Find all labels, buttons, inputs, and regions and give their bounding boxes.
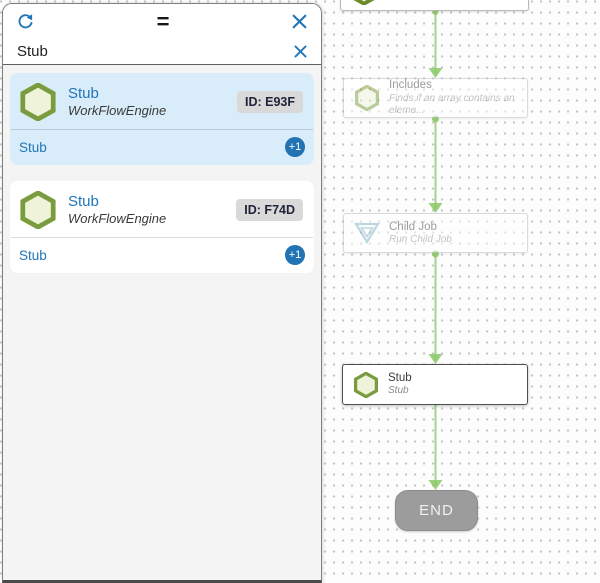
hexagon-icon [19, 83, 57, 121]
result-footer-link[interactable]: Stub [19, 247, 47, 263]
more-count-badge[interactable]: +1 [285, 137, 305, 157]
id-badge: ID: E93F [236, 91, 303, 113]
clear-search-button[interactable] [294, 45, 307, 58]
refresh-button[interactable] [17, 13, 34, 30]
node-title: Includes [389, 79, 432, 92]
card-divider [11, 129, 313, 130]
close-panel-button[interactable] [292, 14, 307, 29]
flow-node-stub[interactable]: Stub Stub [342, 364, 528, 405]
node-title: Stub [388, 372, 412, 385]
panel-header: = [3, 4, 321, 39]
clear-search-icon [294, 45, 307, 58]
drag-handle-icon[interactable]: = [156, 8, 170, 34]
result-footer-link[interactable]: Stub [19, 139, 47, 155]
id-badge: ID: F74D [236, 199, 303, 221]
node-subtitle: Run Child Job [389, 233, 452, 245]
hexagon-icon [353, 371, 379, 398]
node-title: Child Job [389, 220, 437, 233]
search-results-list: Stub WorkFlowEngine ID: E93F Stub +1 [3, 65, 321, 281]
card-divider [11, 237, 313, 238]
hexagon-icon [351, 0, 377, 5]
result-card[interactable]: Stub WorkFlowEngine ID: F74D Stub +1 [10, 181, 314, 273]
node-subtitle: Finds if an array contains an eleme... [389, 92, 515, 117]
search-input[interactable] [17, 43, 294, 60]
result-subtitle: WorkFlowEngine [68, 211, 167, 227]
result-title: Stub [68, 84, 99, 102]
flow-node-partial-top[interactable] [340, 0, 529, 11]
search-row [3, 39, 321, 65]
search-results-panel: = Stub WorkFlow [2, 3, 322, 583]
triangle-down-icon [354, 221, 380, 245]
flow-node-end[interactable]: END [395, 490, 478, 531]
close-icon [292, 14, 307, 29]
hexagon-icon [354, 85, 380, 111]
result-card[interactable]: Stub WorkFlowEngine ID: E93F Stub +1 [10, 73, 314, 165]
flow-node-child-job[interactable]: Child Job Run Child Job [343, 213, 528, 253]
hexagon-icon [19, 191, 57, 229]
more-count-badge[interactable]: +1 [285, 245, 305, 265]
result-subtitle: WorkFlowEngine [68, 103, 167, 119]
node-subtitle: Stub [388, 385, 409, 397]
refresh-icon [18, 14, 33, 29]
flow-node-includes[interactable]: Includes Finds if an array contains an e… [343, 78, 528, 118]
result-title: Stub [68, 192, 99, 210]
